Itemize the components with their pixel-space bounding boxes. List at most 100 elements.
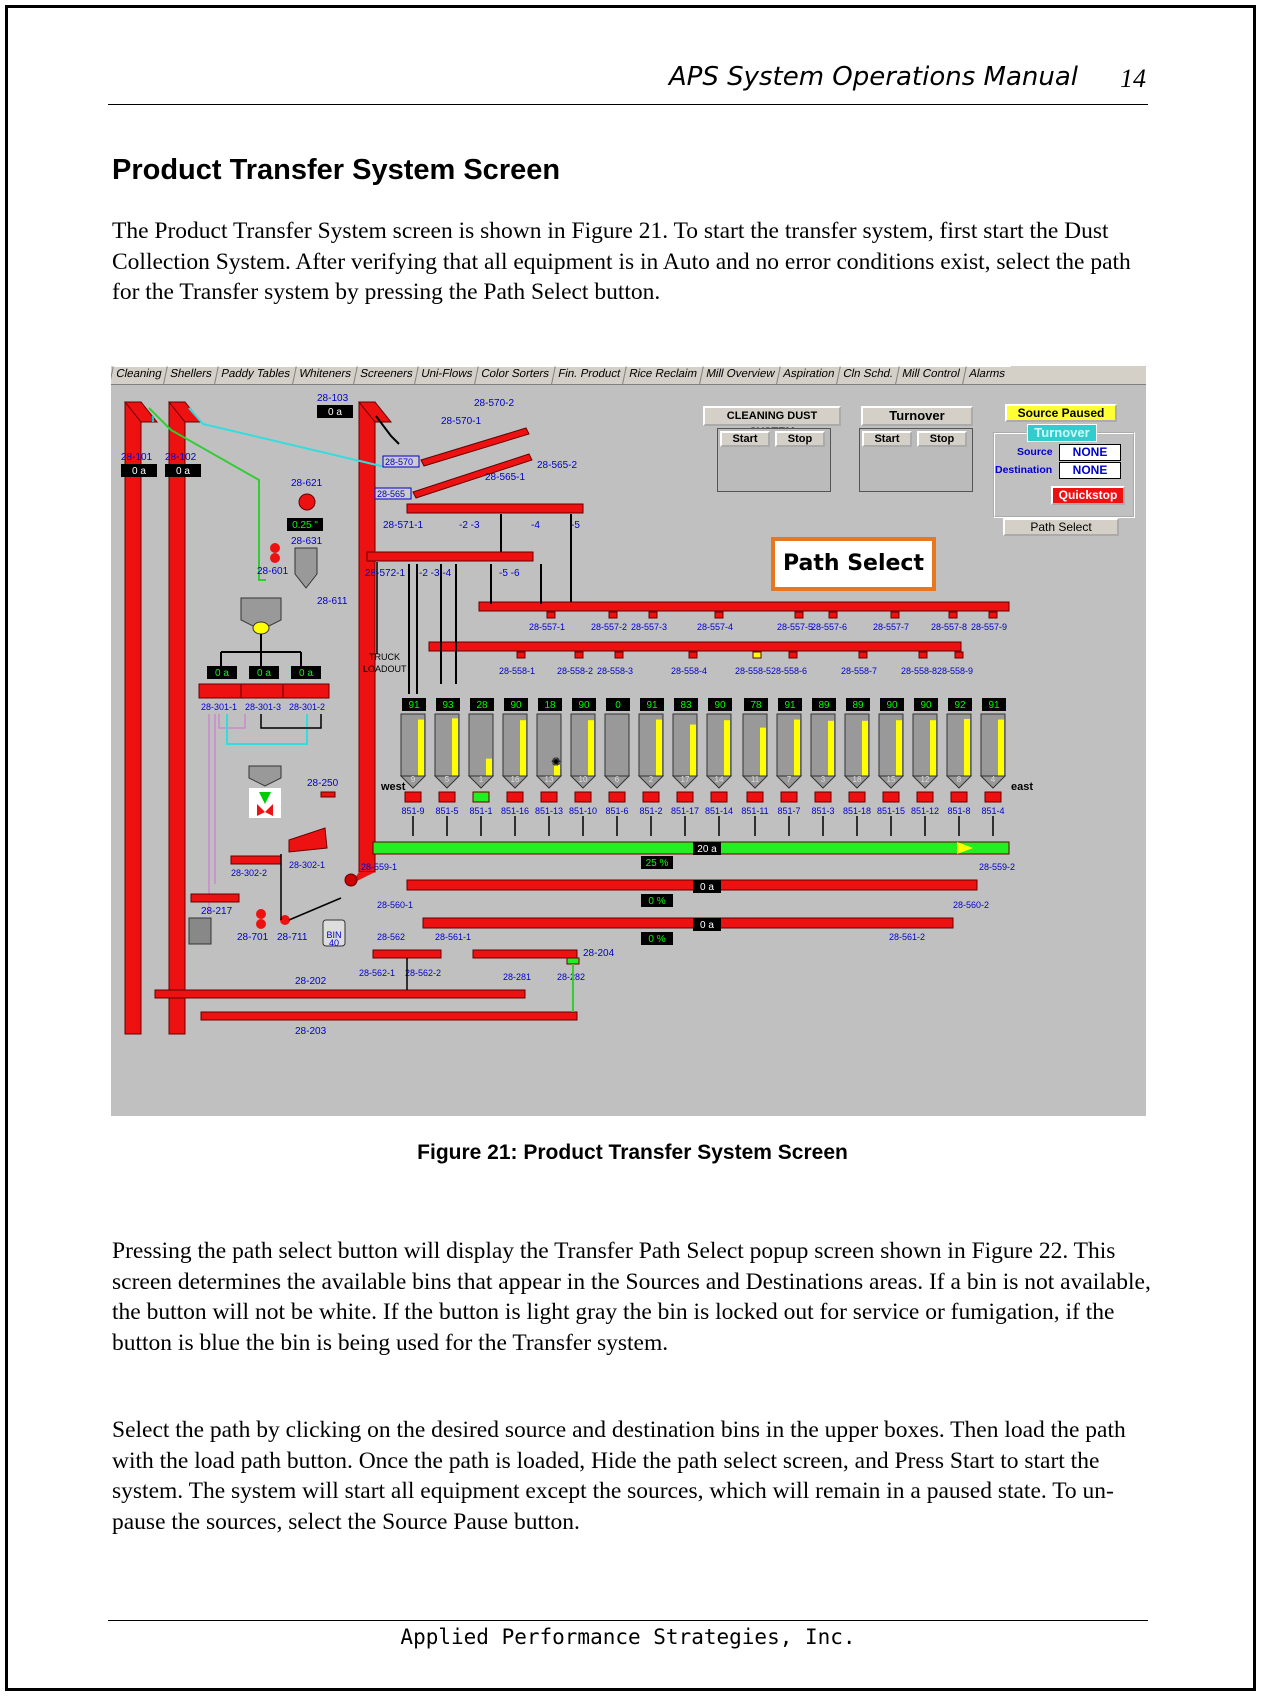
tab-rice-reclaim[interactable]: Rice Reclaim	[621, 366, 703, 384]
bin-level-value-18-box	[846, 698, 870, 711]
elevator-28-103-motor	[344, 873, 358, 887]
bin-number-18: 18	[853, 775, 862, 784]
tab-cleaning[interactable]: Cleaning	[111, 366, 168, 384]
valve-851-9	[404, 791, 422, 803]
gate-28-557-8	[948, 611, 958, 619]
tab-paddy-tables[interactable]: Paddy Tables	[214, 366, 296, 384]
tag-28-203: 28-203	[295, 1026, 327, 1037]
quickstop-button[interactable]: Quickstop	[1051, 486, 1125, 505]
valve-851-5	[438, 791, 456, 803]
tag-28-621: 28-621	[291, 478, 323, 489]
conveyor-28-559-direction	[957, 842, 973, 854]
intro-paragraph: The Product Transfer System screen is sh…	[112, 218, 1131, 305]
tag-851-8: 851-8	[947, 806, 970, 816]
feeder-value-1: 0 a	[215, 668, 229, 679]
tag-28-572-2-3-4: -2 -3 -4	[419, 568, 452, 579]
elevator-28-101-value: 0 a	[132, 466, 146, 477]
conveyor-28-302-2	[230, 855, 282, 865]
tab-alarms[interactable]: Alarms	[961, 366, 1011, 384]
tag-28-570-box	[382, 455, 420, 468]
turnover-stop-button[interactable]: Stop	[917, 431, 967, 447]
tag-851-18: 851-18	[843, 806, 871, 816]
gate-28-558-6	[788, 651, 798, 659]
conveyor-28-560-speed-box	[641, 894, 673, 907]
bin-level-value-14: 90	[714, 700, 726, 711]
tag-28-557-6: 28-557-6	[811, 622, 847, 632]
bin-number-15: 15	[887, 775, 896, 784]
tab-color-sorters[interactable]: Color Sorters	[474, 366, 555, 384]
bin-level-value-12-box	[914, 698, 938, 711]
gate-28-558-9	[954, 651, 964, 659]
source-paused-button[interactable]: Source Paused	[1005, 404, 1117, 422]
bin-hopper-15	[877, 775, 905, 789]
bin-number-2: 2	[649, 775, 654, 784]
tab-uni-flows[interactable]: Uni-Flows	[414, 366, 479, 384]
tab-mill-overview[interactable]: Mill Overview	[698, 366, 780, 384]
bin-level-value-2: 91	[646, 700, 658, 711]
bin-hopper-18	[843, 775, 871, 789]
elevator-28-101-leg	[124, 401, 142, 1035]
gate-28-558-8	[918, 651, 928, 659]
screener-28-302-1	[288, 827, 328, 853]
gate-28-557-4	[714, 611, 724, 619]
tab-mill-control[interactable]: Mill Control	[895, 366, 966, 384]
tab-screeners[interactable]: Screeners	[352, 366, 418, 384]
conveyor-28-202	[154, 989, 526, 999]
bin-number-8: 8	[957, 775, 962, 784]
dust-stop-button[interactable]: Stop	[775, 431, 825, 447]
dust-start-button[interactable]: Start	[720, 431, 770, 447]
bin-hopper-13	[535, 775, 563, 789]
valve-28-711	[280, 915, 290, 925]
tab-aspiration[interactable]: Aspiration	[776, 366, 841, 384]
tag-28-561-2: 28-561-2	[889, 932, 925, 942]
tag-851-7: 851-7	[777, 806, 800, 816]
valve-851-6	[608, 791, 626, 803]
tag-28-570-2: 28-570-2	[474, 398, 514, 409]
bin-level-value-4: 91	[988, 700, 1000, 711]
tag-28-558-3: 28-558-3	[597, 666, 633, 676]
tag-28-302-1: 28-302-1	[289, 860, 325, 870]
valve-851-16	[506, 791, 524, 803]
tag-851-10: 851-10	[569, 806, 597, 816]
conveyor-28-562	[372, 949, 442, 959]
feeder-value-1-box	[207, 666, 237, 679]
elevator-28-102-value: 0 a	[176, 466, 190, 477]
conveyor-28-560	[406, 879, 978, 891]
page-footer: Applied Performance Strategies, Inc.	[108, 1620, 1148, 1649]
tag-28-565-1: 28-565-1	[485, 472, 525, 483]
bin-level-bar-15	[896, 720, 902, 776]
tab-whiteners[interactable]: Whiteners	[291, 366, 357, 384]
bin-28-217	[188, 917, 212, 945]
conveyor-28-559-speed: 25 %	[646, 858, 669, 869]
tag-851-16: 851-16	[501, 806, 529, 816]
bin-number-3: 3	[821, 775, 826, 784]
cleaning-dust-system-title: CLEANING DUST SYSTEM	[703, 406, 841, 438]
path-select-button[interactable]: Path Select	[1003, 518, 1119, 536]
bin-level-value-1: 28	[476, 700, 488, 711]
gate-28-558-1	[516, 651, 526, 659]
tab-shellers[interactable]: Shellers	[163, 366, 218, 384]
tag-28-565-box	[374, 487, 412, 500]
tag-28-558-2: 28-558-2	[557, 666, 593, 676]
path-status-panel: Turnover Source NONE Destination NONE Qu…	[993, 424, 1135, 518]
valve-28-701-b	[256, 919, 266, 929]
tag-851-12: 851-12	[911, 806, 939, 816]
green-spout-line	[148, 407, 266, 581]
tag-851-5: 851-5	[435, 806, 458, 816]
gate-28-558-2	[574, 651, 584, 659]
tab-cln-schd[interactable]: Cln Schd.	[836, 366, 899, 384]
tag-28-559-2: 28-559-2	[979, 862, 1015, 872]
tag-851-9: 851-9	[401, 806, 424, 816]
surge-hopper	[240, 597, 282, 631]
bin-hopper-8	[945, 775, 973, 789]
conveyor-28-561-amps: 0 a	[700, 920, 714, 931]
tab-fin-product[interactable]: Fin. Product	[550, 366, 626, 384]
conveyor-28-559-amps-box	[693, 842, 721, 855]
bin-level-bar-7	[794, 719, 800, 776]
bin-level-value-12: 90	[920, 700, 932, 711]
turnover-start-button[interactable]: Start	[862, 431, 912, 447]
tag-851-15: 851-15	[877, 806, 905, 816]
bin-level-bar-10	[588, 720, 594, 776]
bin-level-value-10-box	[572, 698, 596, 711]
